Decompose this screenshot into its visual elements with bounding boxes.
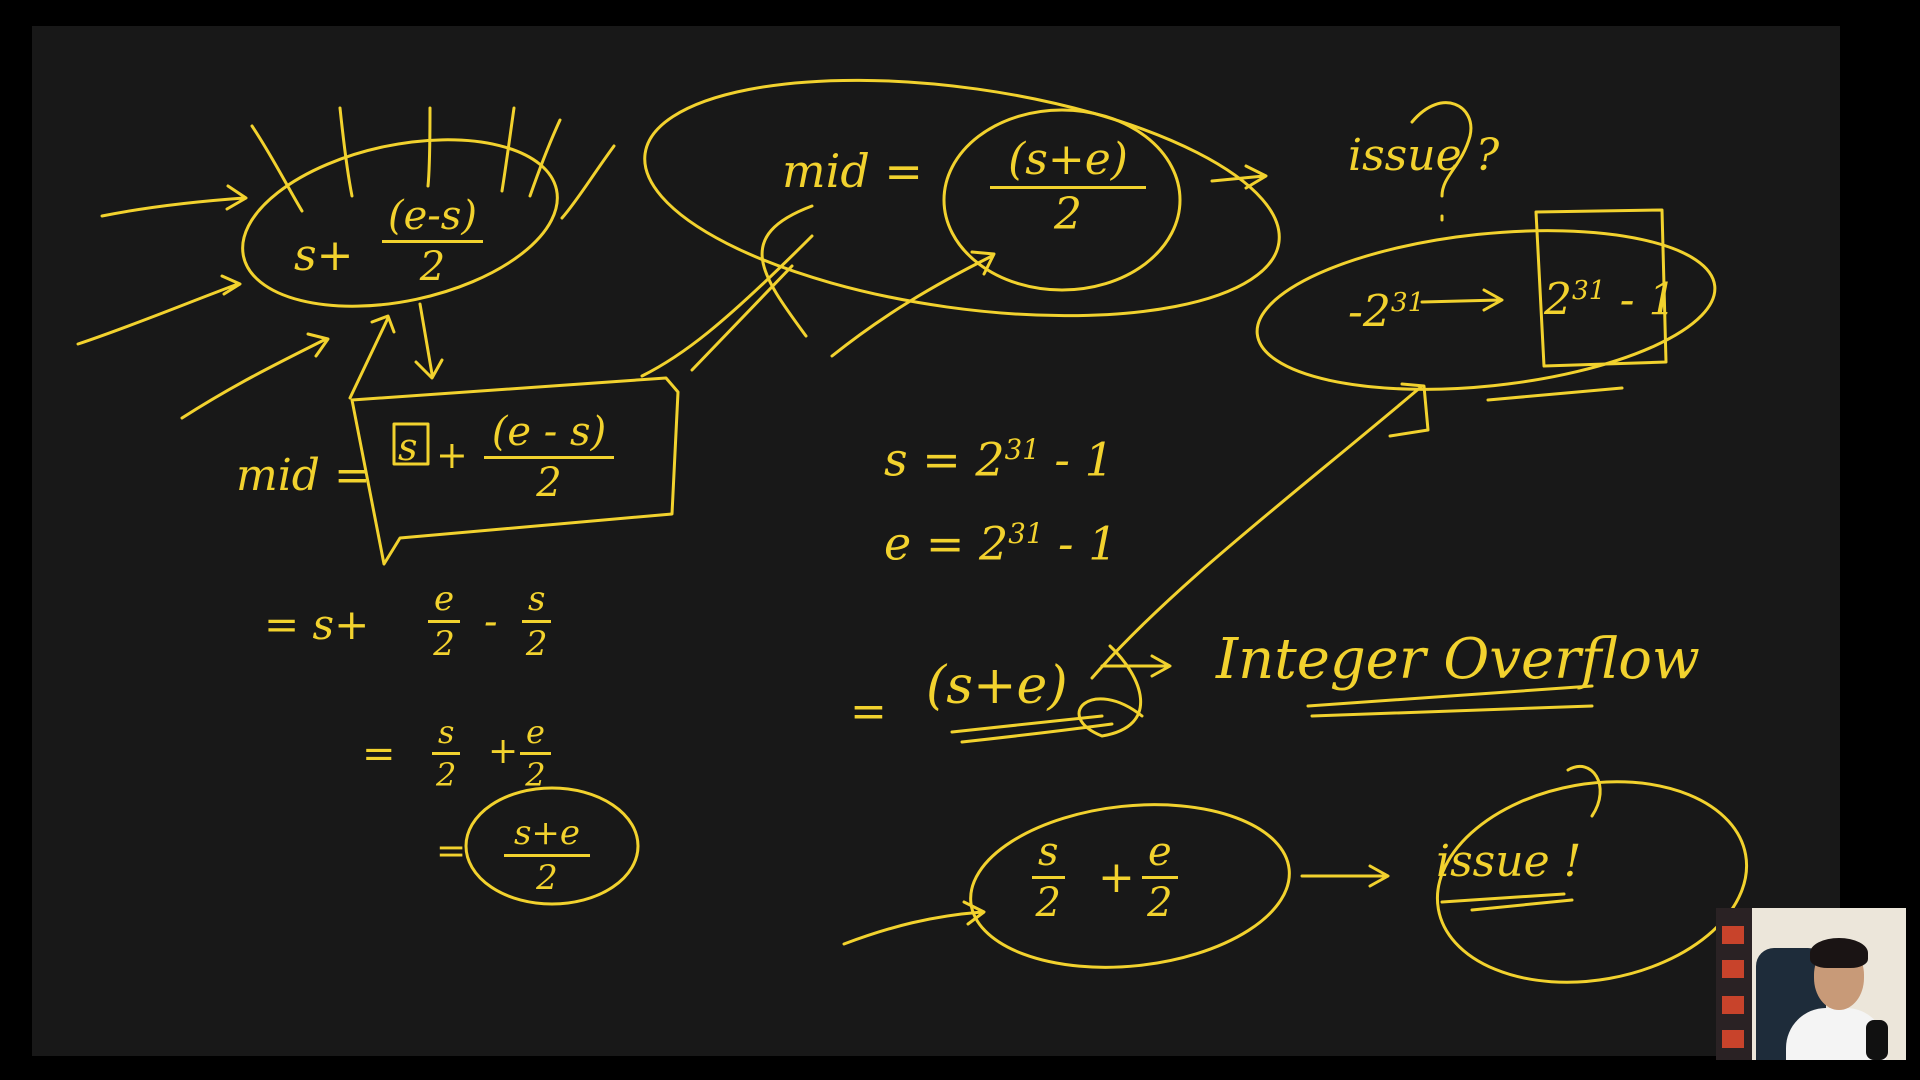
derivation-line2-plus: + [488, 731, 519, 772]
frac-numerator: (e-s) [382, 196, 483, 243]
ellipse-range [1255, 229, 1717, 391]
range-min: -231 [1348, 286, 1425, 338]
overflow-prefix: = [850, 686, 887, 737]
formula-e-minus-s-over-2: (e-s) 2 [382, 196, 483, 287]
integer-overflow-label: Integer Overflow [1216, 627, 1700, 692]
formula-s-plus-e-over-2: (s+e) 2 [990, 138, 1146, 237]
arrow-in [100, 184, 248, 218]
frac-denominator: 2 [536, 460, 562, 506]
ellipse-issue-bottom [1435, 780, 1749, 984]
whiteboard-canvas[interactable]: s+ (e-s) 2 mid = (s+e) 2 issue ? -231 23… [32, 26, 1840, 1056]
boxed-mid-label: mid = [236, 450, 371, 501]
formula-s-plus: s+ [294, 230, 354, 281]
range-max: 231 - 1 [1544, 274, 1677, 326]
bottom-frac-e: e 2 [1142, 832, 1178, 923]
derivation-line2-prefix: = [362, 731, 396, 777]
ellipse-bottom [969, 803, 1291, 969]
overflow-expression: (s+e) [926, 656, 1068, 716]
derivation-line3-frac: s+e 2 [504, 816, 590, 895]
derivation-line2-frac2: e 2 [520, 716, 551, 791]
boxed-frac: (e - s) 2 [484, 412, 614, 503]
ink-strokes [76, 78, 1749, 984]
box-s [392, 422, 430, 466]
box-boxed-formula [350, 376, 680, 566]
issue-label-top: issue ? [1348, 130, 1500, 181]
bottom-frac-s: s 2 [1032, 832, 1065, 923]
ellipse-mid [643, 78, 1281, 318]
derivation-line2-frac1: s 2 [432, 716, 461, 791]
derivation-line1-prefix: = s+ [264, 600, 370, 649]
boxed-s: s [398, 425, 418, 469]
frac-numerator: (s+e) [990, 138, 1146, 189]
frac-denominator: 2 [1054, 189, 1082, 240]
frac-numerator: (e - s) [484, 412, 614, 459]
derivation-line1-frac1: e 2 [428, 582, 461, 661]
webcam-shelf [1716, 908, 1752, 1060]
derivation-line1-minus: - [484, 599, 498, 645]
frac-denominator: 2 [419, 244, 446, 290]
mid-label: mid = [782, 144, 923, 198]
presenter-webcam [1716, 908, 1906, 1060]
ellipse-formula-topleft [241, 138, 559, 308]
microphone-icon [1866, 1020, 1888, 1060]
s-value: s = 231 - 1 [884, 432, 1114, 487]
boxed-plus: + [436, 433, 468, 477]
e-value: e = 231 - 1 [884, 516, 1118, 571]
box-range-right [1534, 208, 1668, 368]
presenter-hair [1810, 938, 1868, 968]
derivation-line3-prefix: = [436, 831, 467, 872]
ellipse-derivation [464, 786, 640, 906]
bottom-plus: + [1098, 852, 1135, 903]
issue-label-bottom: issue ! [1436, 836, 1582, 887]
ellipse-mid-inner [942, 108, 1182, 292]
derivation-line1-frac2: s 2 [522, 582, 552, 661]
